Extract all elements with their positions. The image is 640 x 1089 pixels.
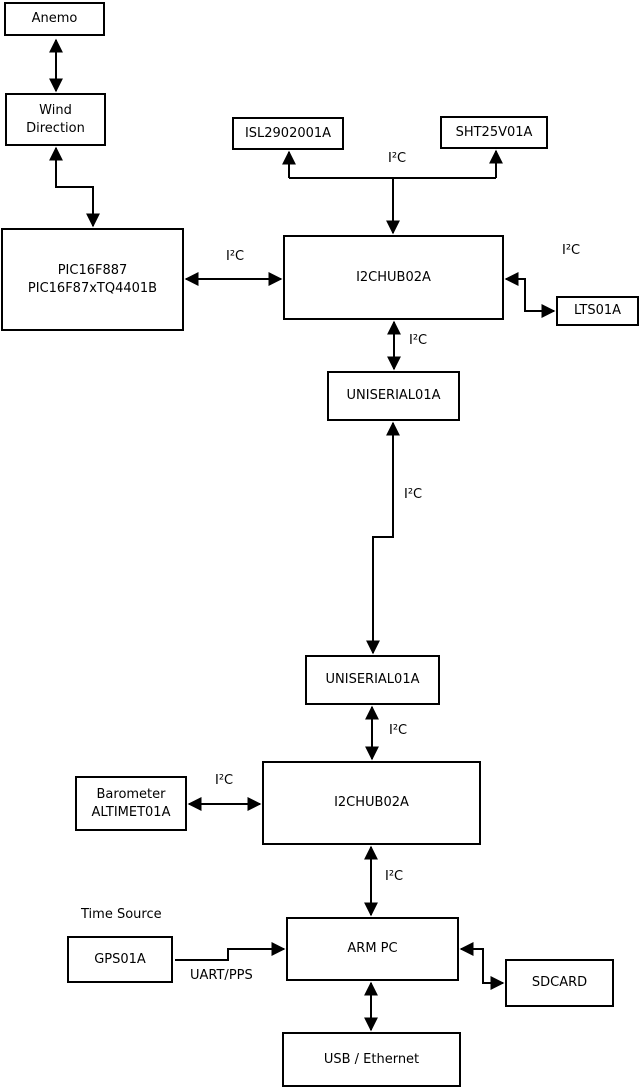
node-wind-direction: Wind Direction: [5, 93, 106, 146]
label-time-source: Time Source: [81, 907, 162, 922]
node-sht25v01a: SHT25V01A: [440, 116, 548, 149]
edge-label-i2c-hub2-armpc: I²C: [385, 869, 404, 884]
node-isl2902001a: ISL2902001A: [232, 117, 344, 150]
edge-label-i2c-pic-hub1: I²C: [226, 249, 245, 264]
edge-label-i2c-uniserial2-hub2: I²C: [389, 723, 408, 738]
edge-label-i2c-hub1-uniserial1: I²C: [409, 333, 428, 348]
node-i2c-hub-upper: I2CHUB02A: [283, 235, 504, 320]
edge-label-i2c-hub1-lts: I²C: [562, 243, 581, 258]
edge-armpc-sdcard: [459, 942, 505, 990]
node-usb-ethernet: USB / Ethernet: [282, 1032, 461, 1087]
node-sdcard: SDCARD: [505, 959, 614, 1007]
edge-label-i2c-sensor-bus: I²C: [388, 151, 407, 166]
edge-hub1-lts: [504, 272, 556, 318]
node-uniserial-upper: UNISERIAL01A: [327, 371, 460, 421]
node-pic-microcontroller: PIC16F887 PIC16F87xTQ4401B: [1, 228, 184, 331]
edge-gps-armpc: [175, 942, 286, 961]
edge-label-uart-pps: UART/PPS: [190, 968, 253, 983]
node-lts01a: LTS01A: [556, 296, 639, 326]
node-barometer: Barometer ALTIMET01A: [75, 776, 187, 831]
node-i2c-hub-lower: I2CHUB02A: [262, 761, 481, 845]
node-uniserial-lower: UNISERIAL01A: [305, 655, 440, 705]
node-arm-pc: ARM PC: [286, 917, 459, 981]
edge-wind-pic: [49, 146, 100, 228]
edge-label-i2c-barometer: I²C: [215, 773, 234, 788]
edge-label-i2c-uniserial-link: I²C: [404, 487, 423, 502]
edge-uniserial1-uniserial2: [366, 421, 400, 655]
node-gps01a: GPS01A: [67, 936, 173, 983]
node-anemometer: Anemo: [4, 2, 105, 36]
